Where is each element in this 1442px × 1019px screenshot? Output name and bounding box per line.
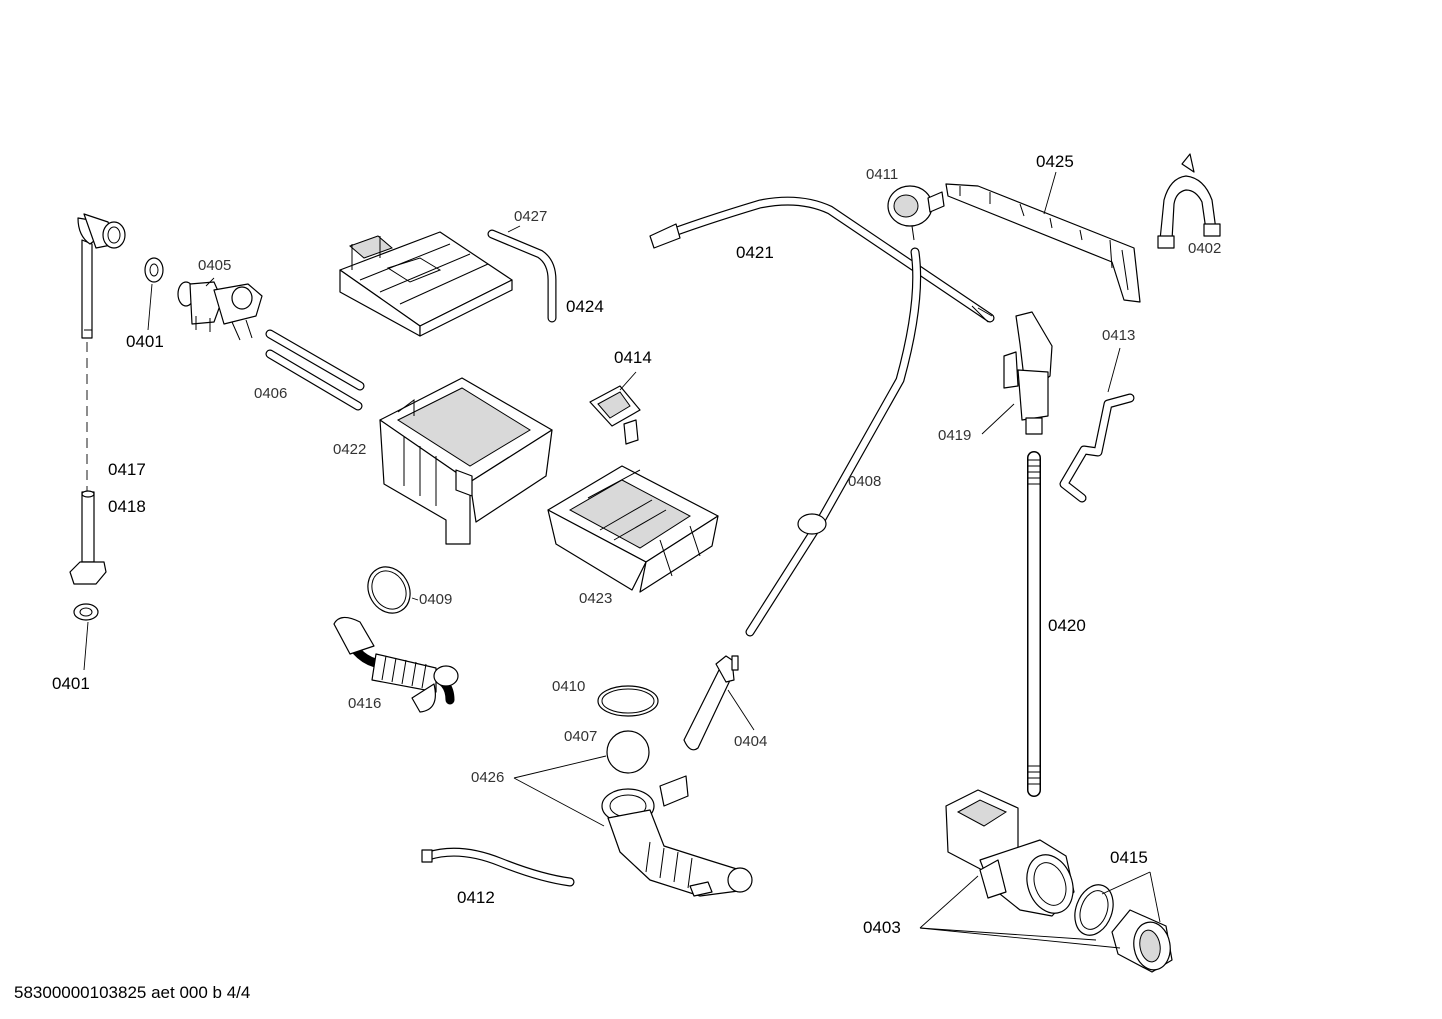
part-large-ring	[597, 685, 659, 717]
part-hose-pair	[265, 329, 365, 411]
part-inlet-elbow-top	[77, 213, 126, 339]
part-detergent-drawer	[547, 465, 719, 593]
label-0401-bottom: 0401	[52, 674, 90, 693]
part-dispenser-cover	[339, 231, 513, 337]
leader-0419	[981, 403, 1015, 435]
leader-0405	[205, 277, 215, 287]
leader-0426-b	[513, 777, 605, 827]
part-flap	[589, 385, 641, 445]
label-0424: 0424	[566, 297, 604, 316]
label-0414: 0414	[614, 348, 652, 367]
label-0418: 0418	[108, 497, 146, 516]
label-0425: 0425	[1036, 152, 1074, 171]
label-0419: 0419	[938, 427, 972, 444]
part-bent-wire	[1059, 393, 1135, 503]
part-pressure-switch	[887, 185, 945, 241]
label-0416: 0416	[348, 695, 382, 712]
part-dispenser-housing	[379, 377, 553, 545]
leader-0401-bottom	[83, 621, 89, 671]
label-0404: 0404	[734, 733, 768, 750]
leader-0426-a	[513, 755, 607, 779]
label-0402: 0402	[1188, 240, 1222, 257]
leader-0415-a	[1101, 871, 1151, 895]
label-0401-top: 0401	[126, 332, 164, 351]
label-0427: 0427	[514, 208, 548, 225]
part-drain-pump	[945, 789, 1075, 917]
label-0415: 0415	[1110, 848, 1148, 867]
part-u-hose	[1157, 153, 1221, 249]
leader-0403-b	[919, 927, 1097, 941]
label-0423: 0423	[579, 590, 613, 607]
part-short-hose	[421, 847, 575, 887]
leader-0401-top	[147, 283, 153, 331]
part-washer-top	[144, 257, 164, 283]
leader-0403-c	[919, 927, 1121, 949]
leader-0427	[507, 225, 521, 233]
part-ball	[606, 730, 650, 774]
leader-0404	[727, 689, 755, 731]
label-0412: 0412	[457, 888, 495, 907]
leader-0413	[1107, 347, 1121, 393]
part-inlet-pipe-bottom	[69, 490, 107, 585]
part-hose-connector	[1003, 311, 1053, 435]
part-pressure-tube	[745, 247, 922, 637]
label-0405: 0405	[198, 257, 232, 274]
part-sump-hose	[601, 775, 753, 897]
part-drain-hose	[1027, 451, 1041, 797]
part-pump-filter	[1111, 909, 1173, 973]
label-0411: 0411	[866, 166, 899, 183]
part-pump-seal	[1074, 884, 1114, 936]
leader-0414	[619, 371, 637, 391]
part-corrugated-hose	[333, 616, 459, 713]
document-reference: 58300000103825 aet 000 b 4/4	[14, 983, 251, 1002]
part-sensor-rod	[683, 655, 739, 751]
part-long-hose	[649, 196, 995, 323]
leader-0409	[411, 597, 419, 601]
label-0421: 0421	[736, 243, 774, 262]
leader-0425	[1043, 171, 1057, 215]
label-0408: 0408	[848, 473, 882, 490]
label-0417: 0417	[108, 460, 146, 479]
part-bent-tube	[487, 229, 557, 323]
label-0407: 0407	[564, 728, 598, 745]
part-ring-gasket	[367, 566, 411, 614]
label-0413: 0413	[1102, 327, 1136, 344]
part-inlet-valve	[177, 281, 263, 341]
label-0410: 0410	[552, 678, 586, 695]
leader-0403-a	[919, 875, 979, 929]
leader-0415-b	[1149, 871, 1161, 923]
label-0426: 0426	[471, 769, 505, 786]
label-0422: 0422	[333, 441, 367, 458]
label-0409: 0409	[419, 591, 453, 608]
part-mounting-bracket	[945, 183, 1141, 303]
part-washer-bottom	[73, 603, 99, 621]
label-0403: 0403	[863, 918, 901, 937]
label-0420: 0420	[1048, 616, 1086, 635]
label-0406: 0406	[254, 385, 288, 402]
